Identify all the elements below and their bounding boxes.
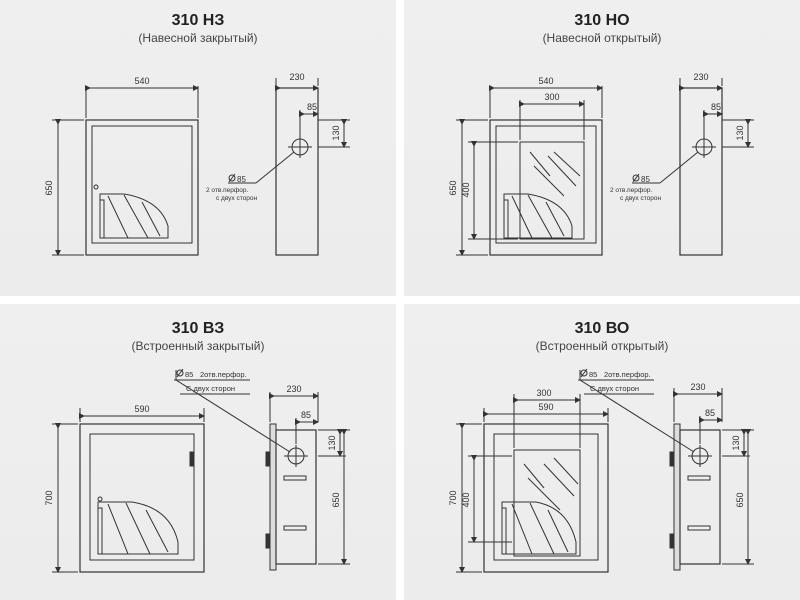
- hole-note-line2: с двух сторон: [216, 195, 257, 202]
- front-view: 590 300 700 400: [448, 388, 609, 573]
- panel-title: 310 ВО: [574, 320, 630, 337]
- front-view: 590 700: [44, 404, 205, 573]
- panel-310-nz: 310 НЗ (Навесной закрытый): [0, 0, 396, 296]
- panel-310-vz: 310 ВЗ (Встроенный закрытый): [0, 304, 396, 600]
- hole-diameter-label: 85: [589, 370, 597, 379]
- hole-offset-label: 85: [711, 102, 721, 112]
- panel-310-no: 310 НО (Навесной открытый): [404, 0, 800, 296]
- depth-label: 230: [289, 72, 304, 82]
- hole-offset-label: 85: [301, 410, 311, 420]
- hole-diameter-label: 85: [237, 175, 246, 184]
- panel-subtitle: (Навесной закрытый): [138, 31, 258, 45]
- window-height-label: 400: [461, 492, 471, 507]
- window-height-label: 400: [461, 182, 471, 197]
- hole-note-line1: 2отв.перфор.: [200, 370, 247, 379]
- panel-subtitle: (Встроенный закрытый): [131, 339, 265, 353]
- hole-note-line1: 2 отв.перфор.: [206, 187, 248, 194]
- hole-diameter-label: 85: [185, 370, 193, 379]
- side-view: 230 85 130 85 2 отв.перфор. с двух сторо…: [610, 72, 754, 256]
- height-label: 700: [44, 490, 54, 505]
- hole-offset-label: 85: [705, 408, 715, 418]
- depth-label: 230: [693, 72, 708, 82]
- width-label: 540: [134, 76, 149, 86]
- hole-offset-label: 85: [307, 102, 317, 112]
- hole-height-label: 130: [735, 125, 745, 140]
- panel-subtitle: (Навесной открытый): [542, 31, 662, 45]
- panel-title: 310 НО: [574, 12, 630, 29]
- drawing-svg: 540 650 230 85: [44, 72, 350, 256]
- side-view: 230 85 130 650 85 2отв.перфор. С дв: [578, 368, 754, 571]
- panel-310-vo: 310 ВО (Встроенный открытый): [404, 304, 800, 600]
- hole-note-line2: С двух сторон: [590, 384, 639, 393]
- window-width-label: 300: [536, 388, 551, 398]
- height-label: 650: [448, 180, 458, 195]
- hole-note-line1: 2 отв.перфор.: [610, 187, 652, 194]
- side-view: 230 85 130 85 2 отв.перфор. с двух сторо…: [206, 72, 350, 256]
- hole-note-line2: С двух сторон: [186, 384, 235, 393]
- hole-height-label: 130: [731, 435, 741, 450]
- panel-subtitle: (Встроенный открытый): [535, 339, 669, 353]
- side-height-label: 650: [331, 492, 341, 507]
- depth-label: 230: [690, 382, 705, 392]
- panel-title: 310 ВЗ: [171, 320, 225, 337]
- hole-diameter-label: 85: [641, 175, 650, 184]
- drawing-svg: 590 700 230: [44, 368, 350, 573]
- depth-label: 230: [286, 384, 301, 394]
- front-view: 540 300 650 400: [448, 76, 603, 256]
- hole-height-label: 130: [327, 435, 337, 450]
- height-label: 700: [448, 490, 458, 505]
- drawing-svg: 540 300 650 400: [448, 72, 754, 256]
- hole-note-line2: с двух сторон: [620, 195, 661, 202]
- width-label: 540: [538, 76, 553, 86]
- hole-height-label: 130: [331, 125, 341, 140]
- hole-note-line1: 2отв.перфор.: [604, 370, 651, 379]
- side-view: 230 85 130 650 85 2отв.перфор. С дв: [174, 368, 350, 571]
- panel-title: 310 НЗ: [171, 12, 225, 29]
- drawing-svg: 590 300 700 400: [448, 368, 754, 573]
- front-view: 540 650: [44, 76, 199, 256]
- side-height-label: 650: [735, 492, 745, 507]
- width-label: 590: [134, 404, 149, 414]
- window-width-label: 300: [544, 92, 559, 102]
- width-label: 590: [538, 402, 553, 412]
- height-label: 650: [44, 180, 54, 195]
